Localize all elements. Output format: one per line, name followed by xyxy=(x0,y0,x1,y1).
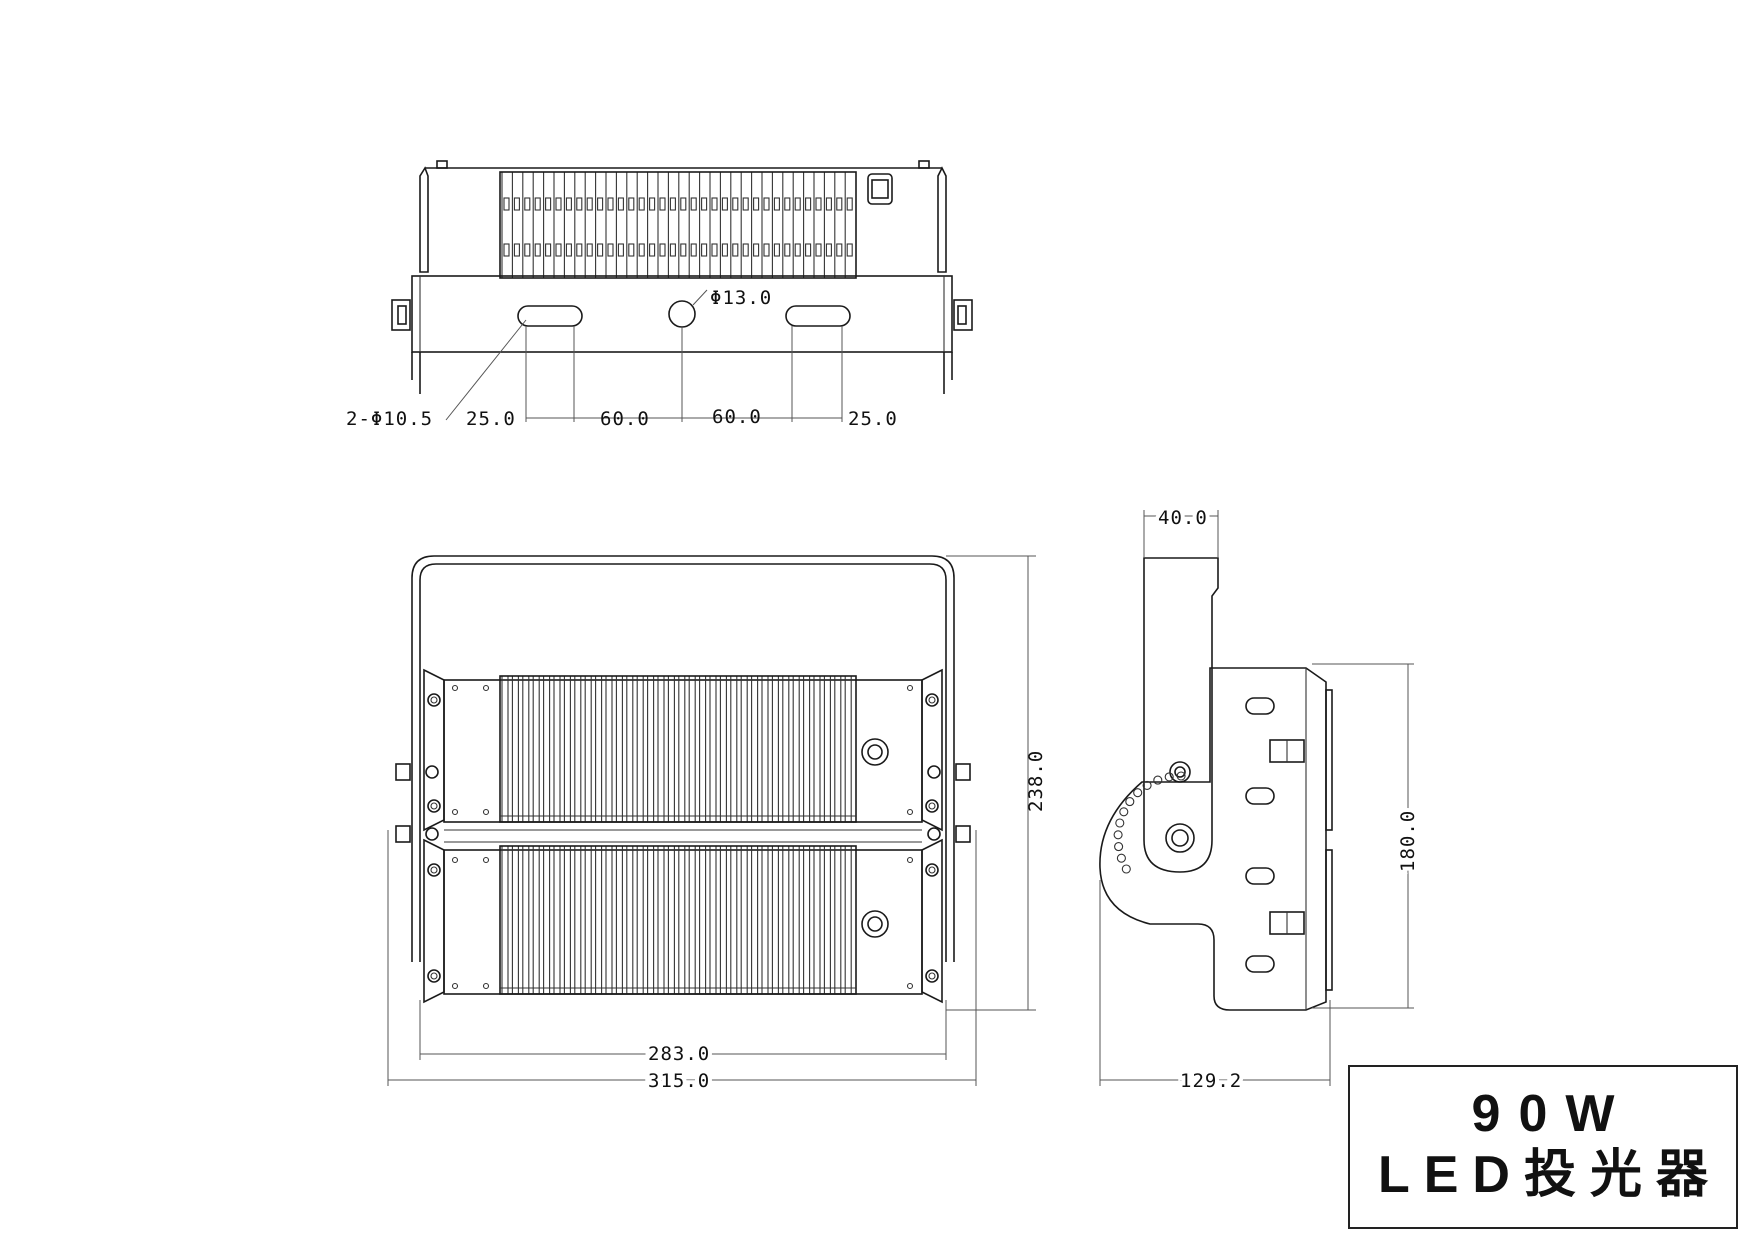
dim-depth: 129.2 xyxy=(1180,1070,1242,1092)
mounting-slot-right xyxy=(785,305,851,327)
dim-body-height: 180.0 xyxy=(1397,810,1419,872)
top-view: Φ13.0 2-Φ10.5 25.0 60.0 60.0 25.0 xyxy=(346,160,973,430)
heatsink-fins-top xyxy=(501,172,853,278)
front-screws xyxy=(427,684,939,990)
product-name: LED投光器 xyxy=(1377,1146,1722,1205)
dim-25-right: 25.0 xyxy=(848,408,898,430)
dim-bracket-width: 40.0 xyxy=(1158,507,1208,529)
dim-height: 238.0 xyxy=(1025,750,1047,812)
angle-adjust-holes xyxy=(1113,771,1186,874)
slot-label: 2-Φ10.5 xyxy=(346,408,433,430)
heatsink-fins-front xyxy=(499,675,857,995)
wattage-label: 90W xyxy=(1471,1084,1633,1143)
side-view: 40.0 180.0 129.2 xyxy=(1099,503,1423,1096)
dim-25-left: 25.0 xyxy=(466,408,516,430)
dim-outer-width: 315.0 xyxy=(648,1070,710,1092)
center-hole-label: Φ13.0 xyxy=(710,287,772,309)
mounting-slot-left xyxy=(517,305,583,327)
dim-60-right: 60.0 xyxy=(712,406,762,428)
dim-inner-width: 283.0 xyxy=(648,1043,710,1065)
center-hole xyxy=(668,300,696,328)
title-block: 90W LED投光器 xyxy=(1348,1065,1738,1229)
front-view: 238.0 283.0 315.0 xyxy=(387,555,1047,1096)
dim-60-left: 60.0 xyxy=(600,408,650,430)
